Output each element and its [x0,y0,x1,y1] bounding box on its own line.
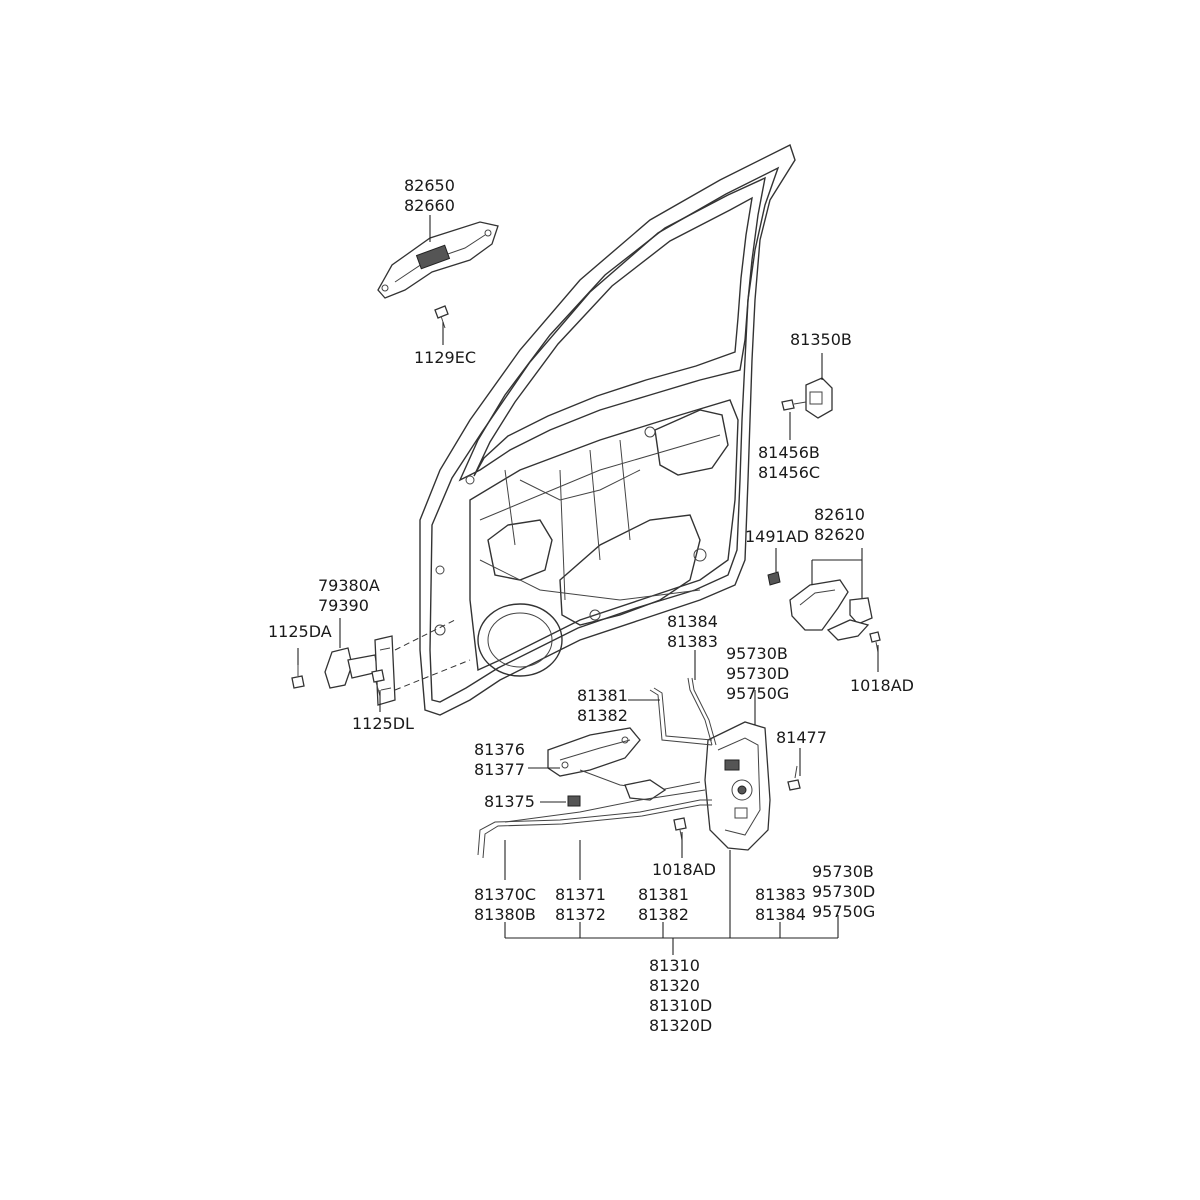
striker-screw [781,399,807,411]
label-1018ad-lower: 1018AD [652,860,716,879]
label-81477: 81477 [776,728,827,747]
label-1125dl: 1125DL [352,714,414,733]
label-1018ad-right: 1018AD [850,676,914,695]
door-frame [419,144,796,716]
door-hinge [324,635,396,706]
inside-handle [789,579,873,641]
screw-81477 [787,765,801,791]
bolt-1125da [291,664,305,689]
label-81375: 81375 [484,792,535,811]
outside-handle [377,221,499,299]
clip-81375 [567,795,581,807]
clip-1491ad [767,571,781,586]
door-latch-actuator [704,721,771,851]
label-1491ad: 1491AD [745,527,809,546]
bolt-1125dl [371,669,385,697]
label-1125da: 1125DA [268,622,332,641]
screw-1018ad-lower [673,817,687,841]
label-striker: 81350B [790,330,852,349]
inner-release-bracket [547,727,641,777]
label-1129ec: 1129EC [414,348,476,367]
assembly-bracket [504,915,839,955]
door-striker [805,377,833,419]
screw-1129ec [434,305,449,329]
